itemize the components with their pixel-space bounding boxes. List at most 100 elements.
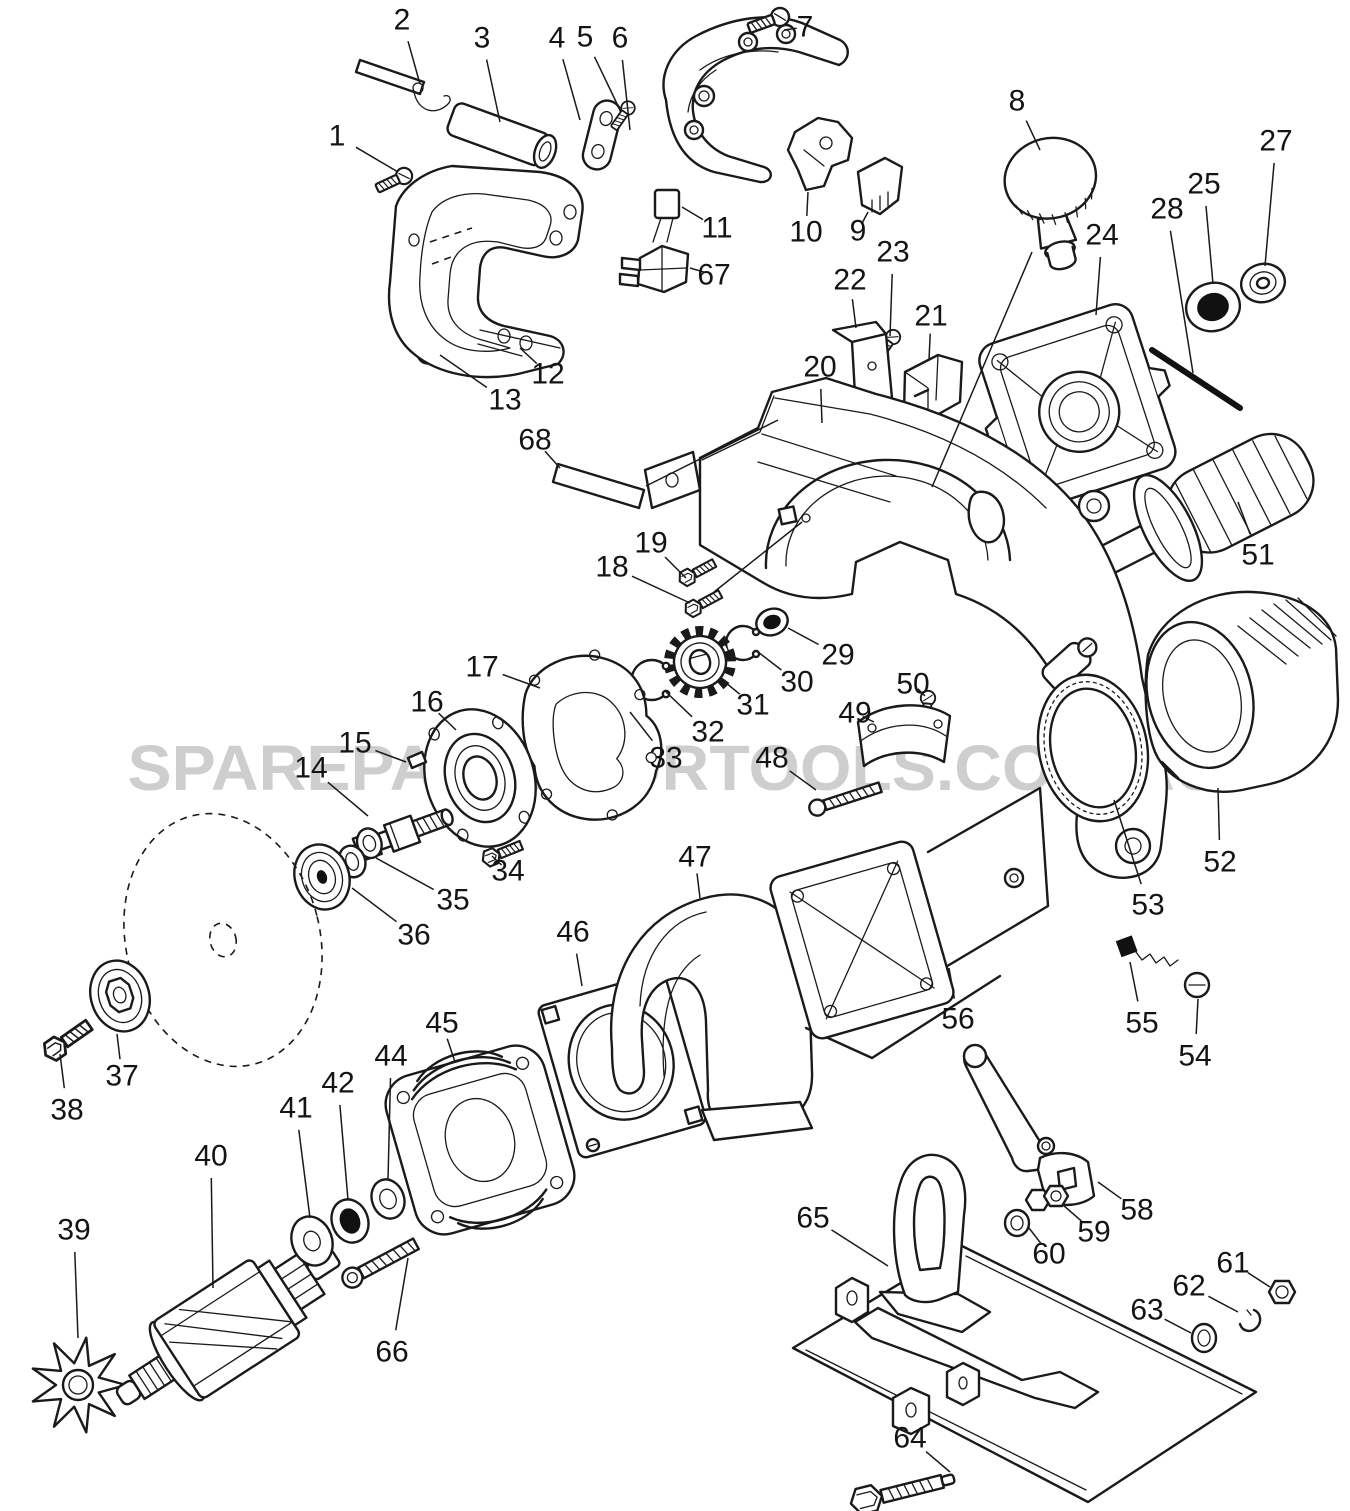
leader-line-1 [355,146,399,173]
part-label-39: 39 [57,1214,90,1247]
part-label-17: 17 [465,651,498,684]
construction-line-2 [713,521,803,593]
leader-line-66 [394,1257,409,1331]
leader-line-60 [1028,1227,1042,1245]
leader-line-9 [861,211,869,224]
leader-line-23 [889,273,893,337]
part-label-64: 64 [893,1422,926,1455]
part-20-blade-case [643,376,1168,879]
leader-line-68 [544,450,561,469]
part-label-42: 42 [321,1067,354,1100]
part-label-22: 22 [833,264,866,297]
leader-line-34 [491,855,503,866]
leader-line-49 [862,715,875,723]
part-11-switch [652,188,681,243]
part-39-fan [31,1336,128,1434]
part-54-brush-cap [1183,971,1211,999]
part-17-gasket [521,649,663,821]
part-24-gear-housing [978,303,1177,510]
leader-line-7 [783,27,797,31]
part-label-37: 37 [105,1060,138,1093]
part-label-27: 27 [1259,125,1292,158]
leader-line-18 [631,575,691,604]
construction-line-1 [645,419,779,487]
part-27-bearing [1239,262,1287,304]
part-29-bearing [755,607,789,637]
part-65-base-plate [791,1153,1258,1504]
leader-line-42 [339,1104,349,1201]
part-38-bolt [38,1015,97,1066]
leader-line-13 [439,354,488,389]
leader-line-40 [210,1177,214,1289]
part-37-outer-flange [89,959,151,1033]
leader-line-65 [831,1229,889,1267]
part-60-washer [1003,1208,1031,1238]
part-41-washer [290,1215,334,1267]
leader-line-14 [327,781,369,817]
leader-line-5 [593,56,621,111]
part-label-18: 18 [595,551,628,584]
part-63-washer [1190,1322,1218,1354]
leader-line-28 [1169,230,1194,374]
leader-line-32 [665,691,693,718]
leader-line-31 [719,677,741,695]
part-label-30: 30 [780,666,813,699]
part-label-56: 56 [941,1003,974,1036]
part-9-lever [856,156,904,216]
part-label-4: 4 [549,22,566,55]
construction-line-0 [931,251,1033,488]
part-52-rear-cover [1144,590,1340,793]
part-label-12: 12 [531,358,564,391]
leader-line-33 [629,711,653,742]
part-label-67: 67 [697,259,730,292]
part-4-plate [581,99,623,171]
part-label-33: 33 [649,742,682,775]
part-21-box [902,353,964,422]
part-label-40: 40 [194,1140,227,1173]
leader-line-64 [925,1451,951,1473]
part-label-19: 19 [634,527,667,560]
part-label-62: 62 [1172,1270,1205,1303]
leader-line-36 [351,887,397,923]
part-47-handle-arch [609,893,814,1142]
part-2-pin [354,58,451,112]
part-label-25: 25 [1187,168,1220,201]
leader-line-53 [1113,799,1142,885]
part-label-59: 59 [1077,1216,1110,1249]
part-45-field [384,1044,576,1236]
part-label-10: 10 [789,216,822,249]
leader-line-4 [562,58,581,121]
leader-line-39 [74,1251,79,1339]
leader-line-55 [1129,961,1139,1002]
part-label-9: 9 [850,215,867,248]
leader-line-45 [446,1038,456,1063]
part-16-flange [423,708,537,848]
part-label-2: 2 [394,4,411,37]
leader-line-3 [485,59,501,123]
part-58-lever [962,1043,1096,1207]
part-label-44: 44 [374,1040,407,1073]
part-15-key [406,750,428,770]
leader-line-25 [1205,205,1214,285]
part-19-bolt [675,555,719,590]
part-label-32: 32 [691,716,724,749]
part-49-brush-cover [856,704,952,768]
leader-line-48 [789,770,817,791]
part-label-58: 58 [1120,1194,1153,1227]
leader-line-47 [696,873,701,899]
part-64-bolt [849,1473,956,1511]
leader-line-8 [1025,120,1041,151]
part-62-e-ring [1238,1308,1262,1333]
part-label-50: 50 [896,668,929,701]
part-8-knob [1003,136,1098,271]
part-label-24: 24 [1085,219,1118,252]
part-label-55: 55 [1125,1007,1158,1040]
part-label-34: 34 [491,855,524,888]
leader-line-62 [1208,1295,1239,1313]
leader-line-30 [757,651,782,671]
leader-line-19 [664,556,687,579]
leader-line-59 [1062,1204,1083,1222]
leader-line-52 [1217,787,1221,841]
